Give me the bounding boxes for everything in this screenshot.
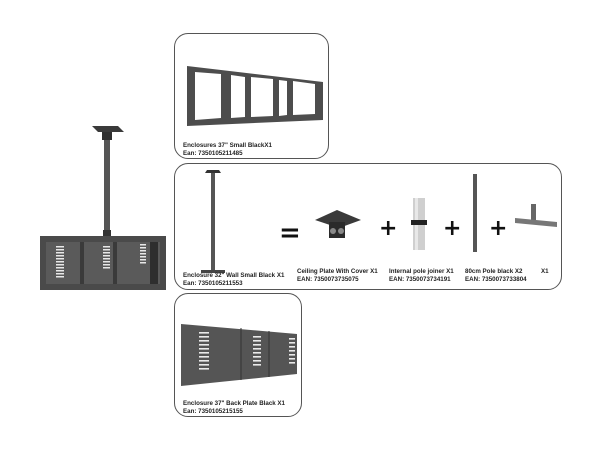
back-plate-caption: Enclosure 37" Back Plate Black X1 Ean: 7… xyxy=(183,400,285,416)
component-card-breakdown: = + + + Enclosure 32" Wall Small Black X… xyxy=(174,163,562,290)
t-bracket-caption: X1 xyxy=(541,268,549,276)
wall-enclosure-name: Enclosure 32" Wall Small Black X1 xyxy=(183,272,285,279)
enclosure-front-caption: Enclosures 37" Small BlackX1 Ean: 735010… xyxy=(183,142,272,158)
component-card-enclosure-front: Enclosures 37" Small BlackX1 Ean: 735010… xyxy=(174,33,329,159)
pole-joiner-image xyxy=(411,198,427,250)
t-bracket-qty: X1 xyxy=(541,268,549,275)
pole-ean: EAN: 7350073733804 xyxy=(465,276,527,283)
plus-symbol-2: + xyxy=(443,216,462,241)
assembled-enclosure-image xyxy=(40,126,166,290)
back-plate-ean: Ean: 7350105215155 xyxy=(183,408,243,415)
plus-symbol-3: + xyxy=(489,216,508,241)
ceiling-plate-caption: Ceiling Plate With Cover X1 EAN: 7350073… xyxy=(297,268,378,284)
enclosure-front-name: Enclosures 37" Small BlackX1 xyxy=(183,142,272,149)
pole-joiner-ean: EAN: 7350073734191 xyxy=(389,276,451,283)
wall-enclosure-ean: Ean: 7350105211553 xyxy=(183,280,243,287)
pole-joiner-caption: Internal pole joiner X1 EAN: 73500737341… xyxy=(389,268,454,284)
wall-enclosure-pole-image xyxy=(201,170,225,273)
pole-joiner-name: Internal pole joiner X1 xyxy=(389,268,454,275)
ceiling-plate-name: Ceiling Plate With Cover X1 xyxy=(297,268,378,275)
plus-symbol-1: + xyxy=(379,216,398,241)
component-card-back-plate: Enclosure 37" Back Plate Black X1 Ean: 7… xyxy=(174,293,302,417)
pole-image xyxy=(473,174,477,252)
pole-caption: 80cm Pole black X2 EAN: 7350073733804 xyxy=(465,268,527,284)
ceiling-plate-image xyxy=(315,210,361,238)
t-bracket-image xyxy=(515,204,557,227)
back-plate-image xyxy=(181,324,297,386)
ceiling-plate-ean: EAN: 7350073735075 xyxy=(297,276,359,283)
equals-symbol: = xyxy=(279,218,301,248)
pole-name: 80cm Pole black X2 xyxy=(465,268,523,275)
wall-enclosure-caption: Enclosure 32" Wall Small Black X1 Ean: 7… xyxy=(183,272,284,288)
enclosure-frame-image xyxy=(187,66,323,126)
enclosure-front-ean: Ean: 7350105211485 xyxy=(183,150,243,157)
back-plate-name: Enclosure 37" Back Plate Black X1 xyxy=(183,400,285,407)
